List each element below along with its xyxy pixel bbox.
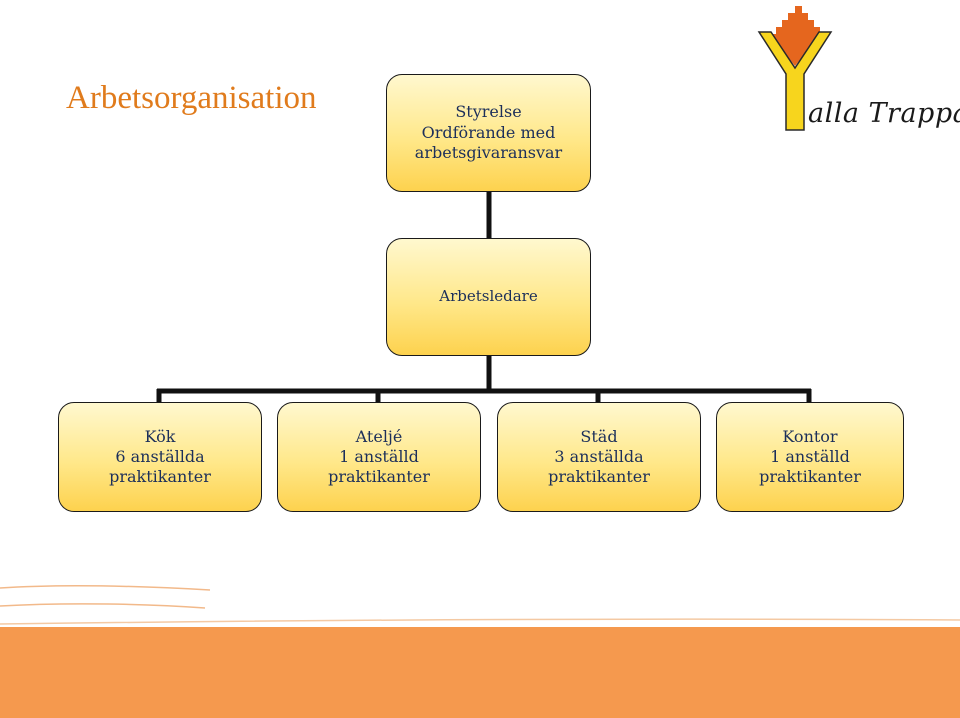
logo-text: alla Trappan <box>808 98 960 129</box>
logo-y <box>757 31 833 131</box>
node-line: Ordförande med <box>421 122 556 142</box>
node-line: praktikanter <box>109 467 211 486</box>
org-node-kok: Kök 6 anställda praktikanter <box>58 402 262 512</box>
alla-trappan-logo-icon <box>757 6 833 131</box>
node-line: Städ <box>580 427 618 446</box>
node-line: Arbetsledare <box>439 287 538 306</box>
node-line: 1 anställd <box>339 447 419 466</box>
node-line: praktikanter <box>548 467 650 486</box>
footer-band <box>0 627 960 718</box>
org-node-arbetsledare: Arbetsledare <box>386 238 591 356</box>
footer-decorative-lines <box>0 585 960 625</box>
node-line: Ateljé <box>355 427 403 446</box>
node-line: Styrelse <box>455 101 522 121</box>
org-node-atelje: Ateljé 1 anställd praktikanter <box>277 402 481 512</box>
page-title: Arbetsorganisation <box>66 80 317 116</box>
node-line: arbetsgivaransvar <box>414 143 563 163</box>
org-node-stad: Städ 3 anställda praktikanter <box>497 402 701 512</box>
org-node-styrelse: Styrelse Ordförande med arbetsgivaransva… <box>386 74 591 192</box>
node-line: 6 anställda <box>115 447 205 466</box>
node-line: praktikanter <box>759 467 861 486</box>
logo-steps <box>770 6 820 66</box>
org-node-kontor: Kontor 1 anställd praktikanter <box>716 402 904 512</box>
node-line: praktikanter <box>328 467 430 486</box>
node-line: 3 anställda <box>554 447 644 466</box>
node-line: Kontor <box>782 427 838 446</box>
node-line: Kök <box>144 427 176 446</box>
node-line: 1 anställd <box>770 447 850 466</box>
